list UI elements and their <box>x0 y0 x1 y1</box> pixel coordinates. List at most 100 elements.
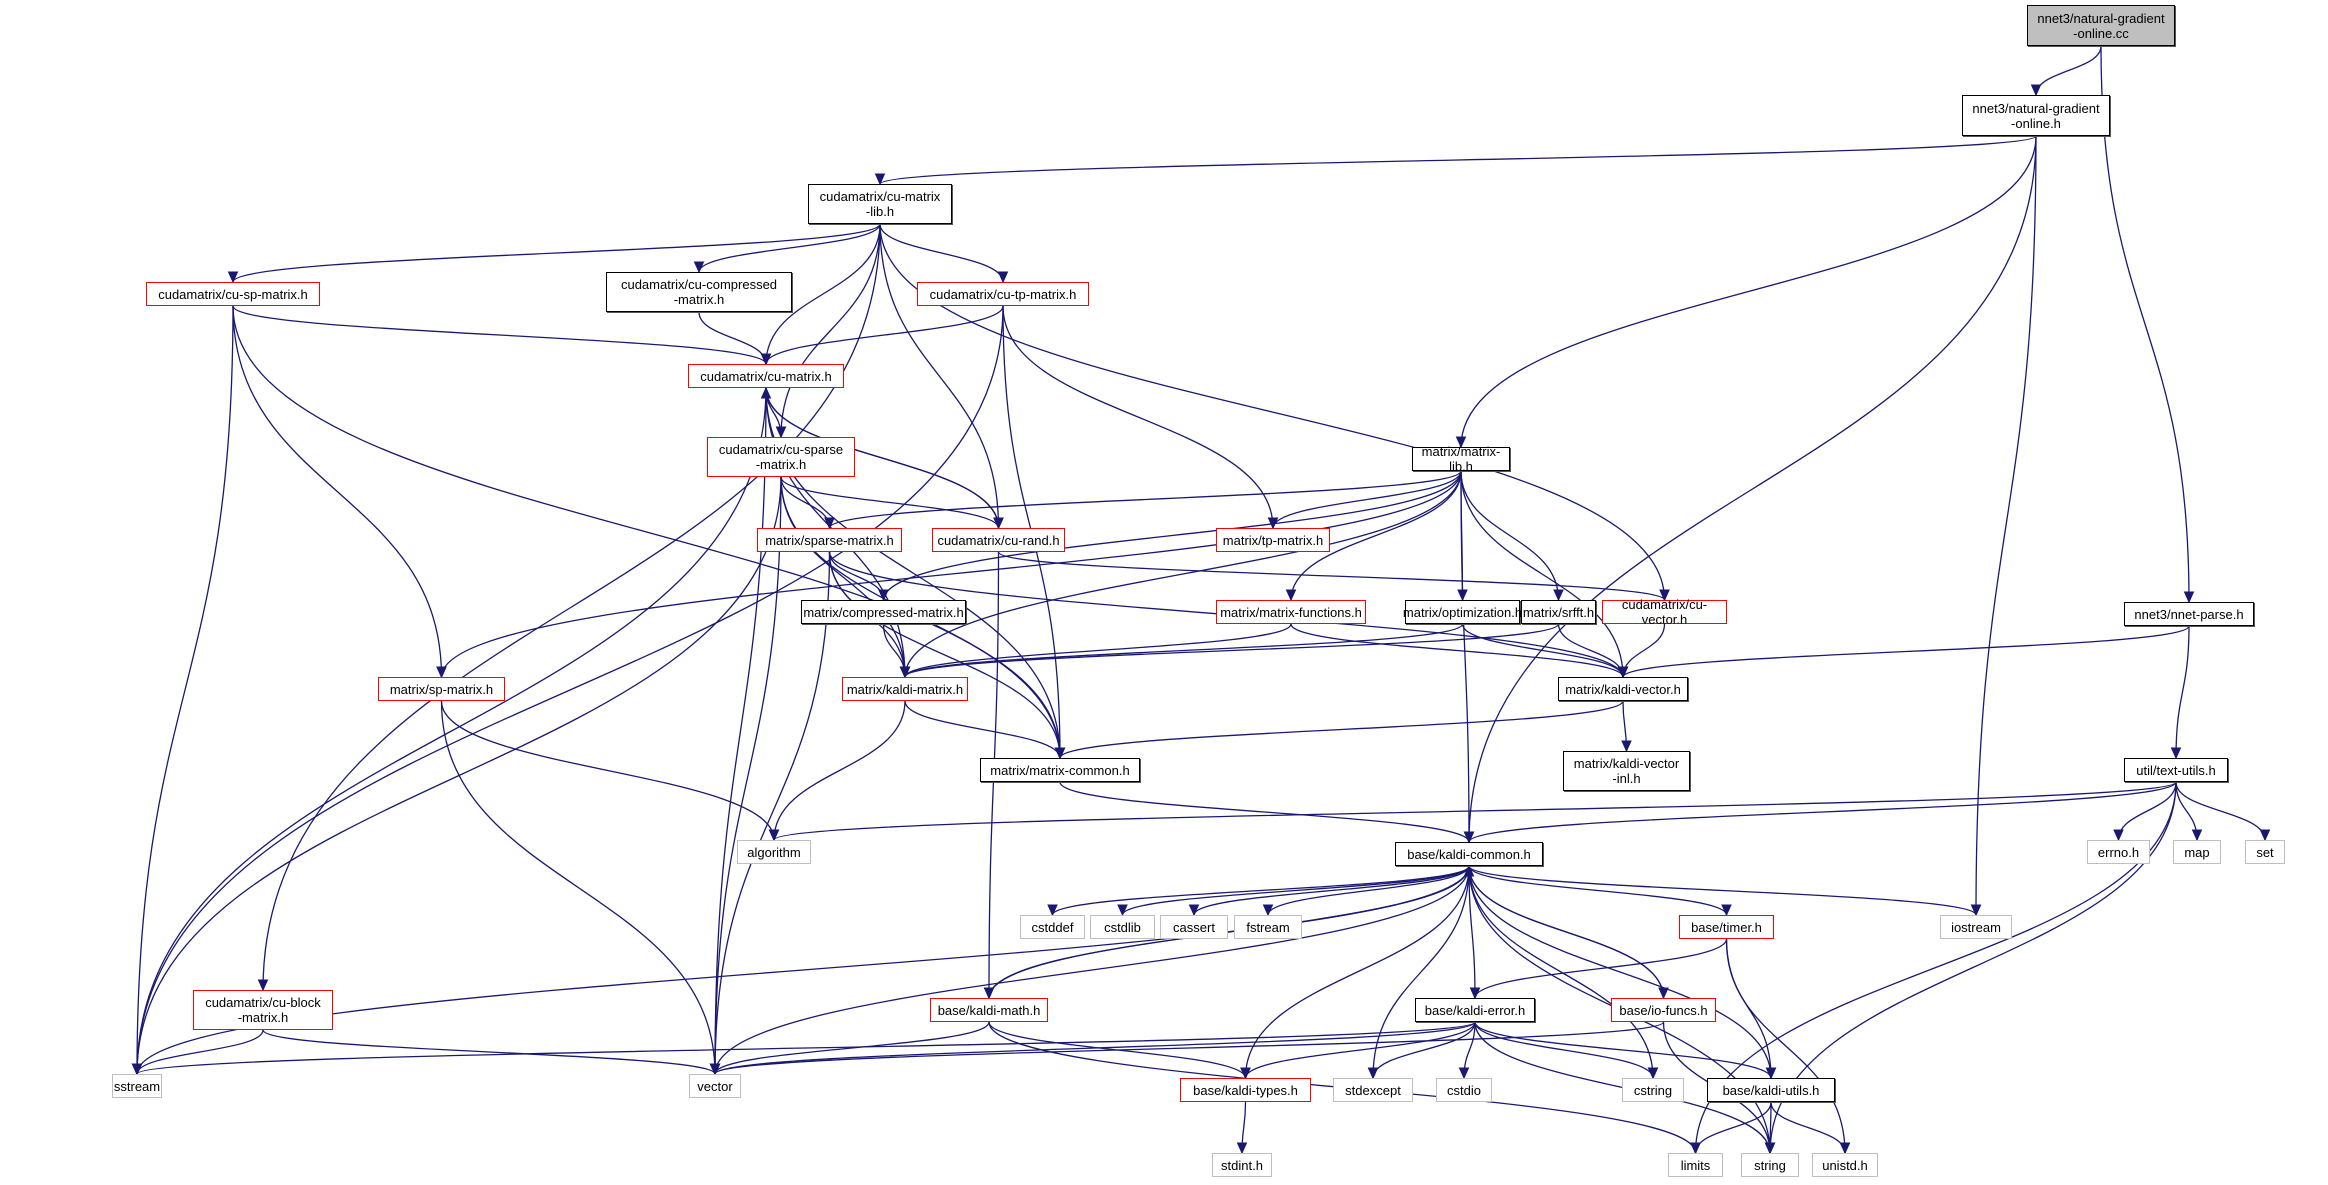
node-srfft[interactable]: matrix/srfft.h <box>1521 600 1596 624</box>
node-cu-vector[interactable]: cudamatrix/cu-vector.h <box>1602 597 1727 627</box>
arrowhead-icon <box>257 979 269 992</box>
arrowhead-icon <box>1240 1067 1251 1080</box>
node-kaldi-utils[interactable]: base/kaldi-utils.h <box>1707 1078 1835 1102</box>
node-cu-rand[interactable]: cudamatrix/cu-rand.h <box>932 528 1065 552</box>
edge-optimization-to-kaldi-vector <box>1461 623 1624 678</box>
arrowhead-icon <box>1621 740 1632 753</box>
node-io-funcs[interactable]: base/io-funcs.h <box>1611 998 1716 1022</box>
edge-kaldi-vector-to-matrix-common <box>1059 700 1624 759</box>
node-cu-matrix[interactable]: cudamatrix/cu-matrix.h <box>688 364 844 388</box>
arrowhead-icon <box>227 271 239 284</box>
arrowhead-icon <box>1188 904 1200 917</box>
edge-cu-rand-to-cu-vector <box>997 551 1666 601</box>
node-matrix-common[interactable]: matrix/matrix-common.h <box>980 758 1140 782</box>
arrowhead-icon <box>1117 904 1128 917</box>
edge-cu-matrix-lib-to-cu-rand <box>879 223 1000 529</box>
edge-kaldi-common-to-kaldi-types <box>1244 865 1470 1079</box>
edge-cu-sp-matrix-to-sp-matrix <box>232 305 443 678</box>
arrowhead-icon <box>1839 1142 1851 1155</box>
edge-kaldi-error-to-sstream <box>136 1021 1476 1075</box>
node-sparse-matrix[interactable]: matrix/sparse-matrix.h <box>757 528 902 552</box>
edge-io-funcs-to-kaldi-common <box>1468 865 1665 999</box>
edge-srfft-to-kaldi-vector <box>1557 623 1624 678</box>
edge-cu-matrix-lib-to-cu-sparse <box>780 223 881 438</box>
edge-kaldi-matrix-to-algorithm <box>773 700 906 841</box>
node-compressed-matrix[interactable]: matrix/compressed-matrix.h <box>801 600 966 624</box>
edge-kaldi-error-to-cstring <box>1474 1021 1654 1079</box>
edge-kaldi-common-to-vector <box>714 865 1470 1075</box>
edge-kaldi-common-to-cstdlib <box>1121 865 1470 916</box>
node-text-utils[interactable]: util/text-utils.h <box>2124 758 2228 782</box>
edge-kaldi-common-to-cstring <box>1468 865 1654 1079</box>
edge-cu-rand-to-cu-matrix <box>765 387 1000 529</box>
edge-cu-sp-matrix-to-matrix-common <box>232 305 1061 759</box>
arrowhead-icon <box>2183 591 2195 604</box>
node-ngo-h[interactable]: nnet3/natural-gradient -online.h <box>1962 95 2110 136</box>
node-map: map <box>2173 840 2221 864</box>
arrowhead-icon <box>775 426 787 439</box>
edge-matrix-common-to-kaldi-common <box>1059 781 1470 843</box>
edge-cu-sp-matrix-to-sstream <box>136 305 234 1075</box>
edge-text-utils-to-set <box>2175 781 2266 841</box>
node-kaldi-matrix[interactable]: matrix/kaldi-matrix.h <box>842 677 968 701</box>
edge-sp-matrix-to-algorithm <box>440 700 775 841</box>
edge-cu-matrix-lib-to-cu-sp-matrix <box>232 223 881 283</box>
node-cu-block-matrix[interactable]: cudamatrix/cu-block -matrix.h <box>193 990 333 1030</box>
arrowhead-icon <box>1455 436 1467 449</box>
arrowhead-icon <box>768 829 780 842</box>
arrowhead-icon <box>1765 1067 1777 1080</box>
edge-cu-matrix-lib-to-cu-compressed <box>698 223 881 273</box>
node-sp-matrix[interactable]: matrix/sp-matrix.h <box>378 677 505 701</box>
edge-text-utils-to-kaldi-common <box>1468 781 2177 843</box>
node-kaldi-common[interactable]: base/kaldi-common.h <box>1395 842 1543 866</box>
node-root[interactable]: nnet3/natural-gradient -online.cc <box>2027 5 2175 46</box>
arrowhead-icon <box>1463 864 1475 877</box>
node-cu-matrix-lib[interactable]: cudamatrix/cu-matrix -lib.h <box>808 184 952 224</box>
arrowhead-icon <box>878 589 889 602</box>
node-kaldi-types[interactable]: base/kaldi-types.h <box>1180 1078 1311 1102</box>
node-cu-compressed[interactable]: cudamatrix/cu-compressed -matrix.h <box>606 272 792 312</box>
node-sstream: sstream <box>112 1074 162 1098</box>
node-kaldi-math[interactable]: base/kaldi-math.h <box>930 998 1048 1022</box>
node-limits: limits <box>1668 1153 1723 1177</box>
edge-ngo-h-to-iostream <box>1975 135 2037 916</box>
node-algorithm: algorithm <box>737 840 811 864</box>
node-optimization[interactable]: matrix/optimization.h <box>1403 600 1522 624</box>
edge-kaldi-common-to-kaldi-error <box>1468 865 1476 999</box>
arrowhead-icon <box>2259 829 2271 842</box>
edge-kaldi-error-to-vector <box>714 1021 1476 1075</box>
node-matrix-functions[interactable]: matrix/matrix-functions.h <box>1216 600 1366 624</box>
edge-sparse-matrix-to-matrix-common <box>828 551 1061 759</box>
node-cu-sparse[interactable]: cudamatrix/cu-sparse -matrix.h <box>707 437 855 477</box>
node-unistd-h: unistd.h <box>1812 1153 1878 1177</box>
edge-ngo-h-to-kaldi-common <box>1468 135 2037 843</box>
edge-optimization-to-kaldi-matrix <box>904 623 1464 678</box>
node-kaldi-vector[interactable]: matrix/kaldi-vector.h <box>1558 677 1688 701</box>
edge-cu-matrix-lib-to-cu-matrix <box>765 223 881 365</box>
node-kaldi-vector-inl[interactable]: matrix/kaldi-vector -inl.h <box>1563 751 1690 791</box>
edge-timer-to-unistd-h <box>1725 938 1846 1154</box>
arrowhead-icon <box>760 353 772 366</box>
node-kaldi-error[interactable]: base/kaldi-error.h <box>1415 998 1535 1022</box>
node-cstddef: cstddef <box>1020 915 1085 939</box>
arrowhead-icon <box>824 517 835 530</box>
arrowhead-icon <box>1054 747 1066 760</box>
edge-cu-tp-matrix-to-sstream <box>136 305 1004 1075</box>
edge-cu-block-matrix-to-vector <box>262 1029 716 1075</box>
edge-kaldi-utils-to-unistd-h <box>1770 1101 1846 1154</box>
node-nnet-parse[interactable]: nnet3/nnet-parse.h <box>2124 602 2254 626</box>
node-matrix-lib[interactable]: matrix/matrix-lib.h <box>1412 444 1510 474</box>
edge-nnet-parse-to-kaldi-vector <box>1622 625 2190 678</box>
edge-cu-tp-matrix-to-cu-matrix <box>765 305 1004 365</box>
edge-kaldi-common-to-cstddef <box>1051 865 1470 916</box>
edge-srfft-to-kaldi-matrix <box>904 623 1560 678</box>
edge-io-funcs-to-vector <box>714 1021 1665 1075</box>
node-cu-sp-matrix[interactable]: cudamatrix/cu-sp-matrix.h <box>146 282 320 306</box>
node-tp-matrix[interactable]: matrix/tp-matrix.h <box>1216 528 1330 552</box>
node-cu-tp-matrix[interactable]: cudamatrix/cu-tp-matrix.h <box>917 282 1089 306</box>
arrowhead-icon <box>1367 1067 1379 1080</box>
edge-cu-sparse-to-kaldi-matrix <box>780 476 906 678</box>
node-timer[interactable]: base/timer.h <box>1679 915 1774 939</box>
arrowhead-icon <box>1236 1142 1248 1155</box>
